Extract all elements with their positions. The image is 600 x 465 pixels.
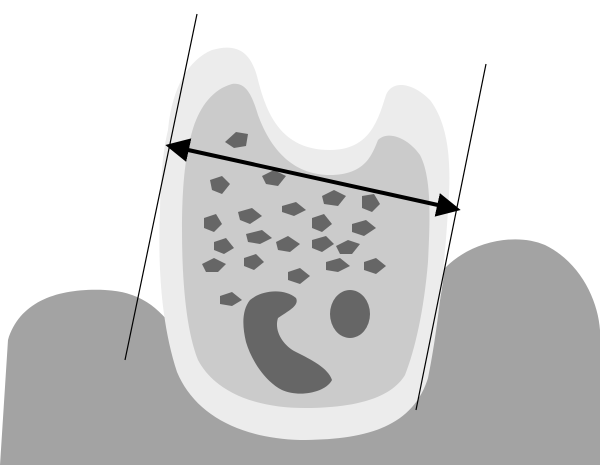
dark-oval xyxy=(330,290,370,338)
